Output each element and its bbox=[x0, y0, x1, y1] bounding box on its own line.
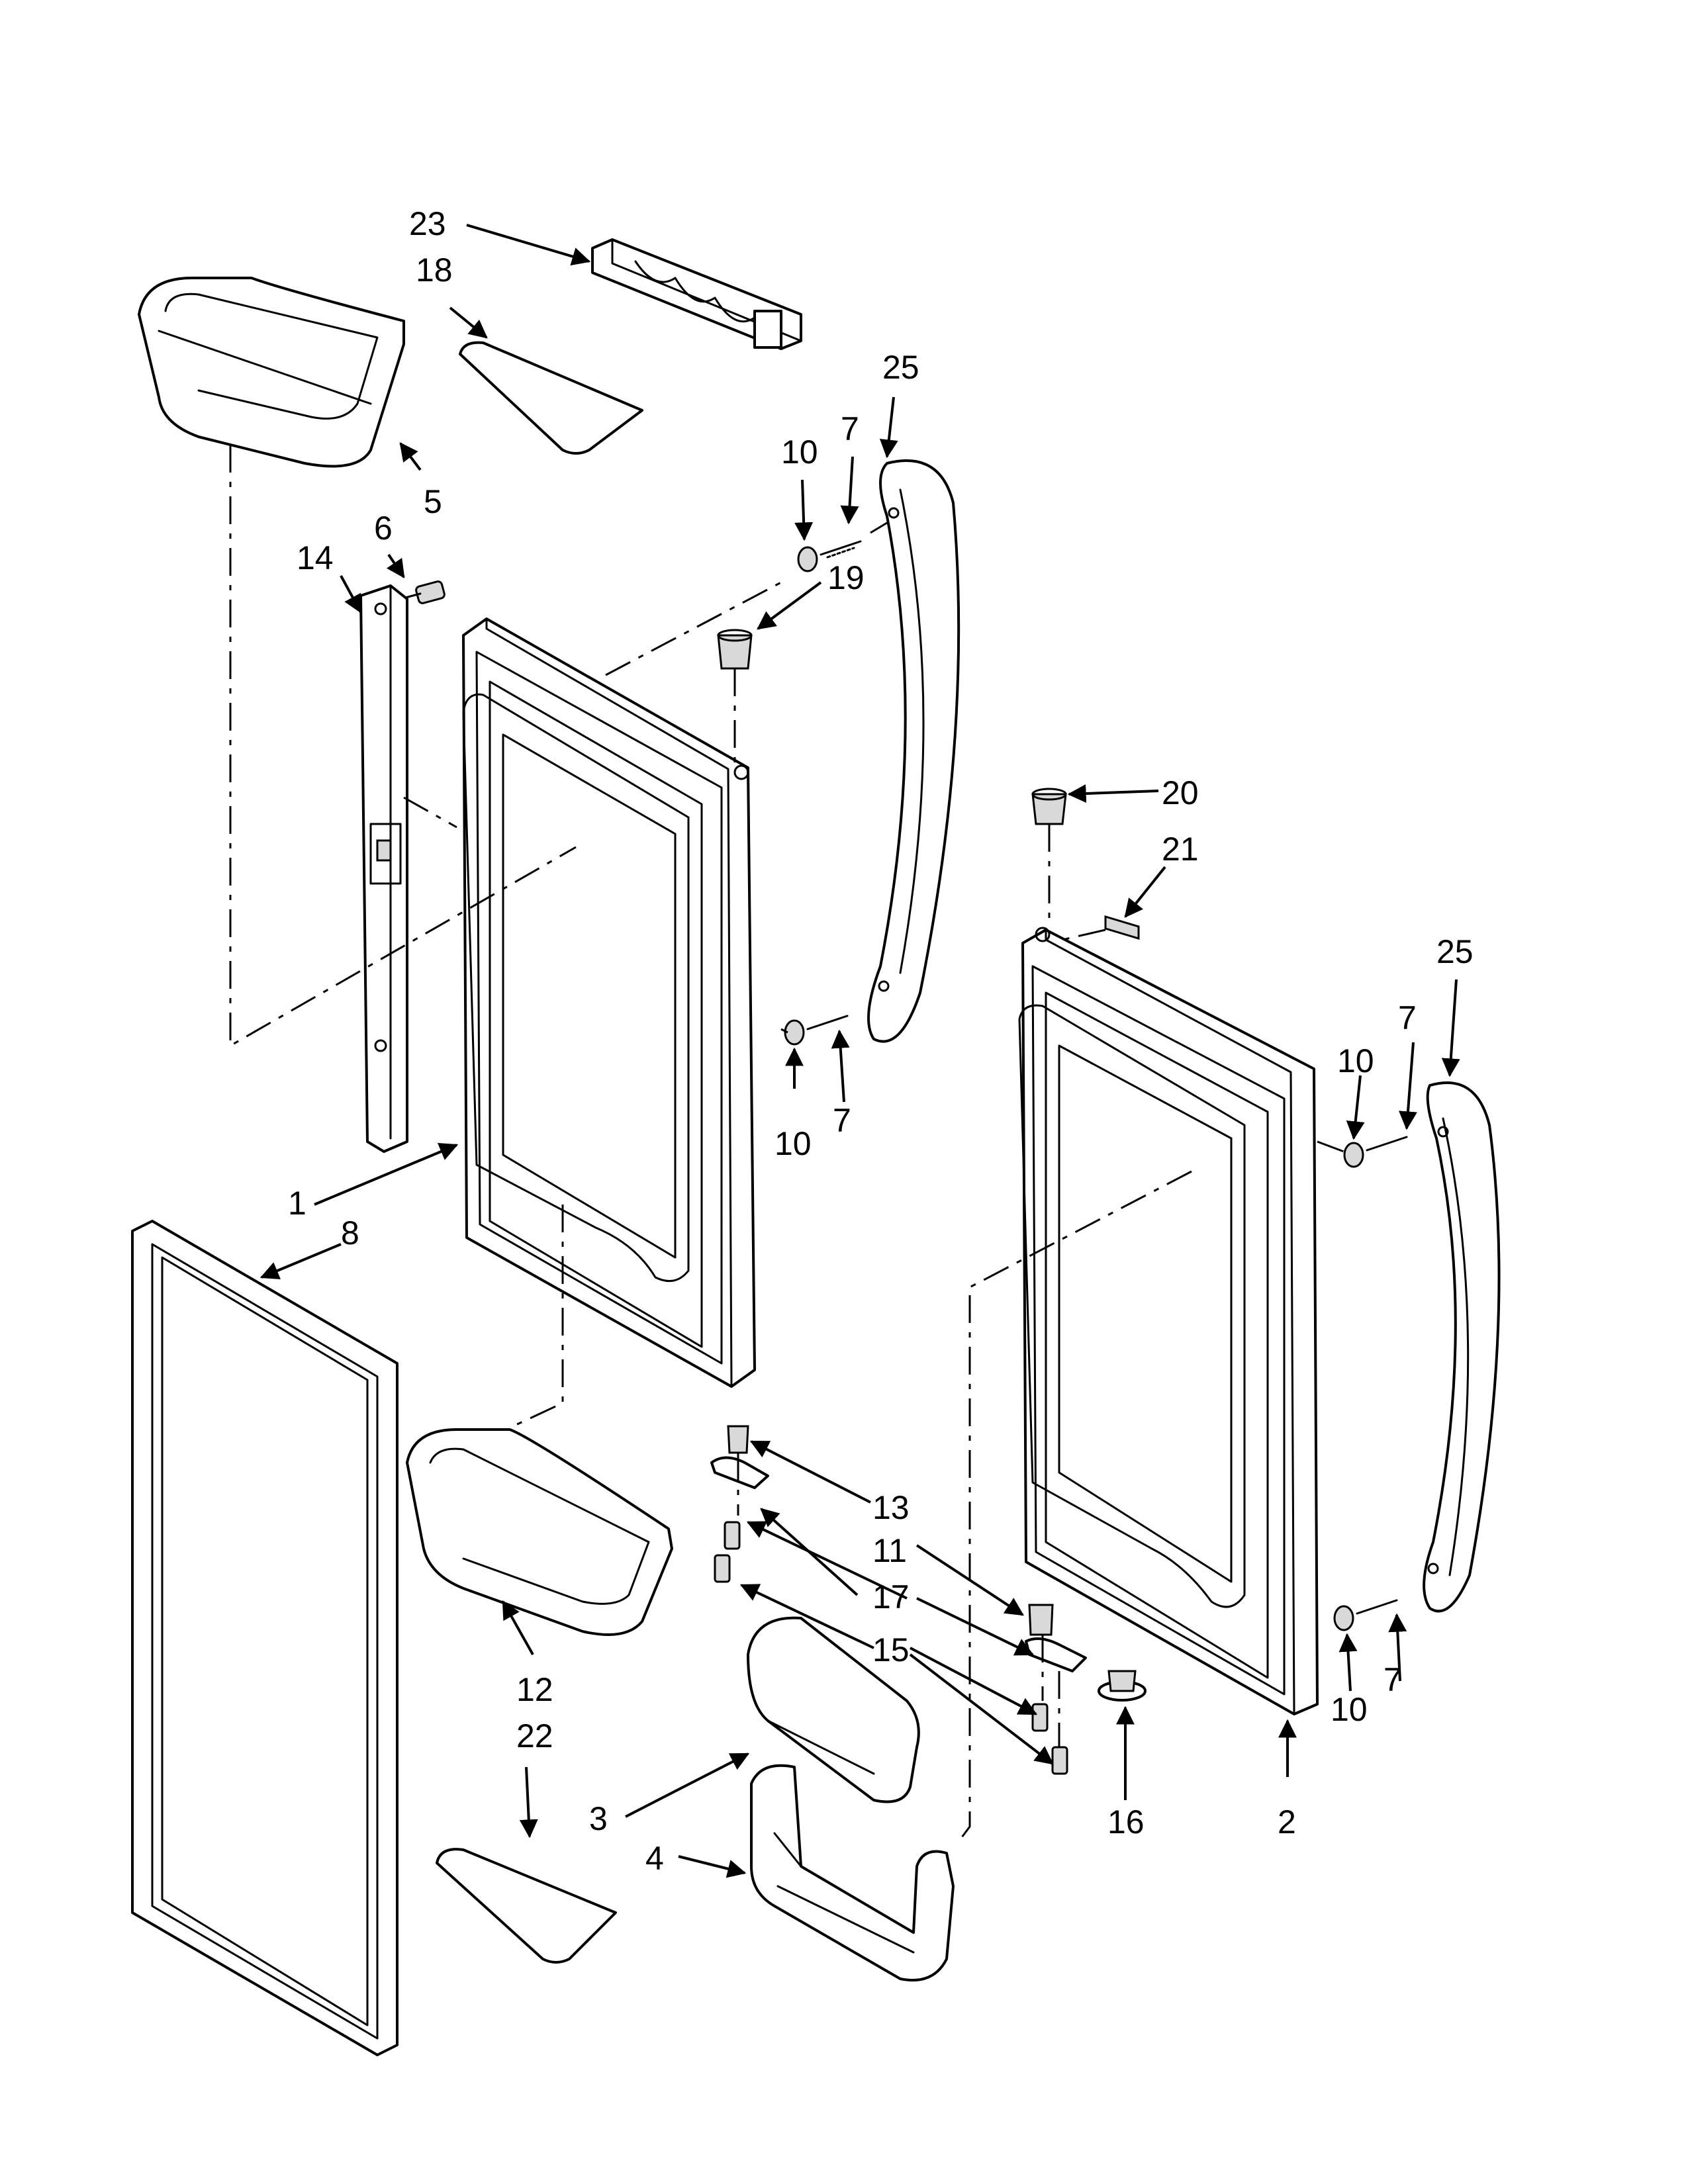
part-19-hinge-bushing[interactable] bbox=[717, 629, 753, 670]
callout-17: 17 bbox=[872, 1578, 910, 1615]
part-2-right-door[interactable] bbox=[1018, 927, 1319, 1715]
callout-22: 22 bbox=[516, 1717, 553, 1754]
part-18-shelf-cover[interactable] bbox=[459, 341, 643, 455]
callout-6: 6 bbox=[374, 510, 393, 547]
part-12-door-bin[interactable] bbox=[406, 1428, 673, 1636]
callout-7-lower-right: 7 bbox=[1383, 1661, 1402, 1698]
part-7-screw-upper-left[interactable] bbox=[820, 540, 862, 559]
callout-13: 13 bbox=[872, 1489, 910, 1526]
part-10-spacer-upper-right[interactable] bbox=[1343, 1142, 1364, 1168]
callout-7-upper-left: 7 bbox=[841, 410, 859, 447]
part-13-hinge-pin[interactable] bbox=[727, 1425, 749, 1454]
callout-4: 4 bbox=[645, 1840, 664, 1877]
part-7-screw-lower-left[interactable] bbox=[806, 1015, 849, 1030]
callout-18: 18 bbox=[416, 251, 453, 289]
callout-23: 23 bbox=[409, 205, 446, 242]
callout-21: 21 bbox=[1162, 831, 1199, 868]
leader-arrows bbox=[259, 224, 1460, 1878]
part-4-dispenser-housing[interactable] bbox=[750, 1764, 955, 1981]
part-7-screw-upper-right[interactable] bbox=[1366, 1136, 1408, 1152]
part-16-hinge-cap[interactable] bbox=[1098, 1670, 1147, 1702]
part-10-spacer-upper-left[interactable] bbox=[797, 546, 818, 572]
callout-8: 8 bbox=[341, 1214, 359, 1251]
callout-16: 16 bbox=[1107, 1803, 1145, 1841]
callout-20: 20 bbox=[1162, 774, 1199, 811]
part-20-hinge-bushing[interactable] bbox=[1031, 788, 1067, 825]
callout-3: 3 bbox=[589, 1800, 608, 1837]
part-8-door-gasket[interactable] bbox=[131, 1220, 399, 2056]
callout-labels: 23 18 25 10 7 5 6 14 19 20 21 25 10 7 7 … bbox=[288, 205, 1474, 1877]
part-22-shelf-cover[interactable] bbox=[436, 1848, 617, 1964]
part-15-screws-left[interactable] bbox=[714, 1521, 741, 1583]
callout-14: 14 bbox=[297, 539, 334, 576]
part-10-spacer-lower-right[interactable] bbox=[1333, 1605, 1354, 1631]
part-25-left-handle[interactable] bbox=[867, 459, 961, 1043]
callout-10-mid-left: 10 bbox=[774, 1125, 812, 1162]
callout-25-right: 25 bbox=[1436, 933, 1474, 970]
part-14-door-trim[interactable] bbox=[359, 584, 408, 1153]
callout-19: 19 bbox=[827, 559, 865, 596]
callout-10-lower-right: 10 bbox=[1331, 1691, 1368, 1728]
callout-10-upper-right: 10 bbox=[1337, 1042, 1374, 1079]
callout-12: 12 bbox=[516, 1671, 553, 1708]
callout-15: 15 bbox=[872, 1631, 910, 1668]
callout-1: 1 bbox=[288, 1185, 306, 1222]
callout-2: 2 bbox=[1278, 1803, 1296, 1841]
part-1-left-door[interactable] bbox=[462, 617, 756, 1388]
part-17-hinge-bracket-right[interactable] bbox=[1025, 1637, 1087, 1672]
part-25-right-handle[interactable] bbox=[1423, 1081, 1501, 1613]
callout-10-upper-left: 10 bbox=[781, 433, 818, 471]
callout-5: 5 bbox=[424, 483, 442, 520]
part-17-hinge-bracket[interactable] bbox=[710, 1456, 769, 1489]
callout-11: 11 bbox=[872, 1532, 907, 1569]
assembly-lines bbox=[229, 445, 1344, 1841]
callout-7-upper-right: 7 bbox=[1398, 999, 1417, 1036]
part-21-label[interactable] bbox=[1104, 915, 1140, 940]
callout-7-mid-left: 7 bbox=[833, 1102, 851, 1139]
part-7-screw-lower-right[interactable] bbox=[1356, 1599, 1398, 1615]
part-5-door-bin[interactable] bbox=[138, 277, 405, 468]
part-11-hinge-pin[interactable] bbox=[1028, 1604, 1054, 1636]
part-10-spacer-lower-left[interactable] bbox=[784, 1019, 805, 1046]
part-23-egg-tray[interactable] bbox=[591, 238, 802, 350]
callout-25-left: 25 bbox=[882, 349, 919, 386]
part-3-dispenser-cover[interactable] bbox=[747, 1616, 920, 1803]
